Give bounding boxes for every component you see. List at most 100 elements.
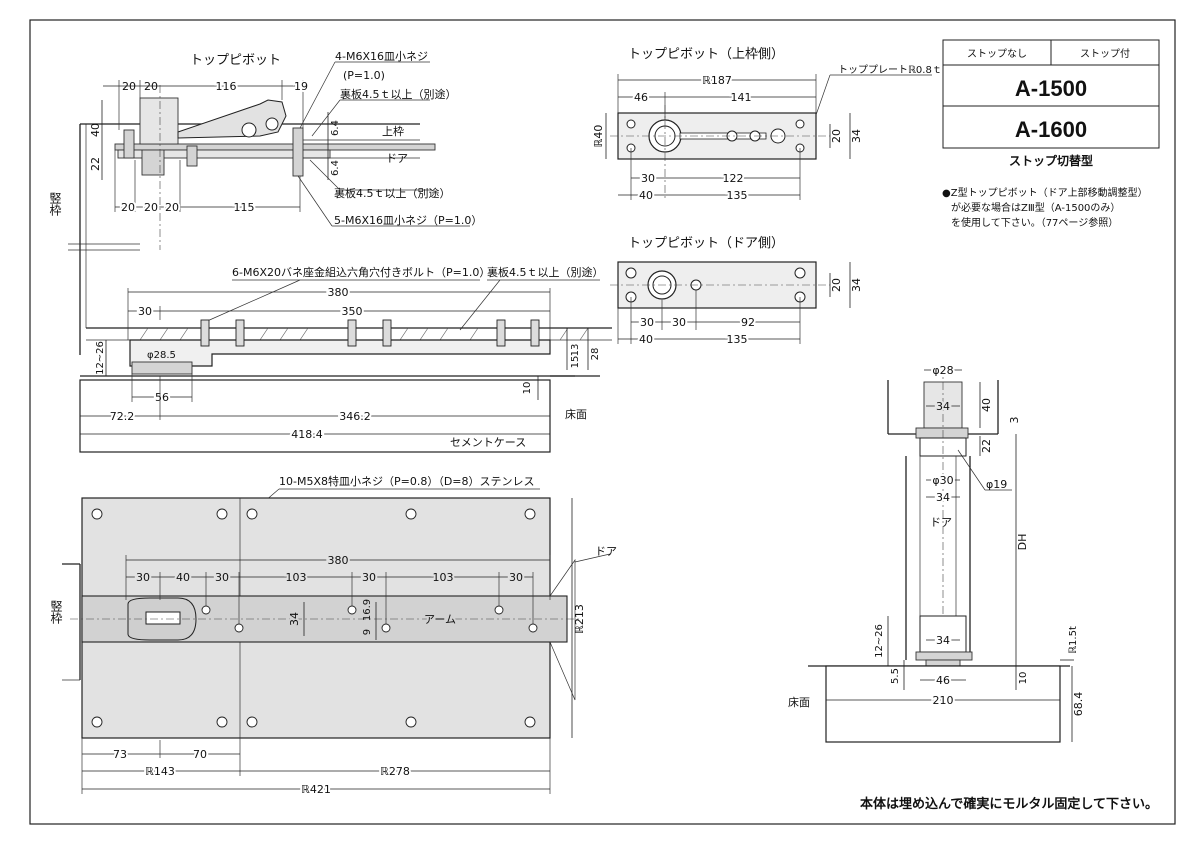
callout-top-pitch: (P=1.0)	[343, 69, 385, 82]
z-note-line-2: が必要な場合はZⅢ型（A-1500のみ）	[951, 201, 1120, 214]
callout-top-plate: トッププレートℝ0.8ｔ	[838, 64, 942, 76]
dim-top-20c: 20	[121, 201, 135, 214]
dim-top-6-4a: 6.4	[330, 120, 341, 136]
dim-frame-20: 20	[830, 129, 843, 143]
label-arm: アーム	[424, 613, 456, 626]
label-door-front: ドア	[930, 516, 952, 529]
dim-top-19: 19	[294, 80, 308, 93]
dim-front-34a: 34	[936, 400, 950, 413]
dim-top-116: 116	[216, 80, 237, 93]
model-header-left: ストップなし	[967, 48, 1027, 60]
dim-front-10: 10	[1018, 672, 1029, 685]
dim-front-phi30: φ30	[932, 474, 953, 487]
label-door-plan: ドア	[595, 545, 617, 558]
callout-backplate-side: 裏板4.5ｔ以上（別途）	[487, 265, 604, 279]
dim-top-40: 40	[89, 123, 102, 137]
dim-top-6-4b: 6.4	[330, 160, 341, 176]
dim-front-dh: DH	[1016, 534, 1029, 551]
dim-top-20e: 20	[165, 201, 179, 214]
model-a-1500: A-1500	[1015, 76, 1087, 101]
model-a-1600: A-1600	[1015, 117, 1087, 142]
dim-plan-30b: 30	[215, 571, 229, 584]
label-upper-frame: 上枠	[382, 124, 404, 138]
dim-side-380: 380	[328, 286, 349, 299]
dim-frame-122: 122	[723, 172, 744, 185]
dim-frame-40: 40	[639, 189, 653, 202]
dim-side-56: 56	[155, 391, 169, 404]
model-box: ストップなし ストップ付 A-1500 A-1600 ストップ切替型	[942, 39, 1160, 168]
callout-bottom-screw: 5-M6X16皿小ネジ（P=1.0）	[334, 214, 482, 227]
dim-plan-70: 70	[193, 748, 207, 761]
dim-plan-73: 73	[113, 748, 127, 761]
dim-frame-46: 46	[634, 91, 648, 104]
dim-frame-30: 30	[641, 172, 655, 185]
model-header-right: ストップ付	[1080, 47, 1130, 60]
dim-top-20a: 20	[122, 80, 136, 93]
dim-plan-103a: 103	[286, 571, 307, 584]
label-jamb-top: 竪枠	[48, 192, 62, 216]
dim-side-28: 28	[590, 348, 601, 361]
dim-front-40: 40	[980, 398, 993, 412]
dim-side-72-2: 72.2	[110, 410, 135, 423]
footer-note: 本体は埋め込んで確実にモルタル固定して下さい。	[860, 796, 1158, 812]
dim-front-phi28: φ28	[932, 364, 953, 377]
plan-view: 10-M5X8特皿小ネジ（P=0.8）（D=8）ステンレス アーム ドア ℝ21…	[49, 474, 617, 798]
model-caption: ストップ切替型	[1009, 153, 1093, 168]
dim-top-115: 115	[234, 201, 255, 214]
dim-side-418-4: 418.4	[291, 428, 323, 441]
front-view: 床面 ドア φ28 34 40 3 22 φ30 34 φ19 DH 34 12…	[788, 362, 1085, 745]
dim-front-phi19: φ19	[986, 478, 1007, 491]
frame-pivot-title: トップピボット（上枠側）	[628, 47, 784, 62]
dim-door-20: 20	[830, 278, 843, 292]
dim-front-34c: 34	[936, 634, 950, 647]
z-type-note: ●Z型トップピボット（ドア上部移動調整型） が必要な場合はZⅢ型（A-1500の…	[942, 186, 1148, 229]
z-note-line-1: ●Z型トップピボット（ドア上部移動調整型）	[942, 186, 1148, 199]
dim-plan-40: 40	[176, 571, 190, 584]
sheet-border	[29, 19, 1176, 825]
dim-door-34: 34	[850, 278, 863, 292]
dim-plan-r278: ℝ278	[380, 765, 410, 778]
dim-plan-16-9: 16.9	[362, 599, 373, 621]
dim-plan-103b: 103	[433, 571, 454, 584]
dim-plan-34: 34	[288, 612, 301, 626]
z-note-line-3: を使用して下さい。（77ページ参照）	[951, 216, 1118, 229]
callout-bottom-backplate: 裏板4.5ｔ以上（別途）	[334, 186, 451, 200]
label-floor-front: 床面	[788, 695, 810, 709]
dim-plan-r213: ℝ213	[573, 604, 586, 634]
dim-side-phi28-5: φ28.5	[147, 350, 176, 361]
dim-side-10: 10	[522, 382, 533, 395]
dim-door-92: 92	[741, 316, 755, 329]
dim-plan-r421: ℝ421	[301, 783, 331, 796]
dim-door-30a: 30	[640, 316, 654, 329]
frame-pivot-view: トップピボット（上枠側） ℝ187 46 141 ℝ40 20 34 トッププレ…	[590, 47, 942, 204]
dim-side-30: 30	[138, 305, 152, 318]
label-floor-side: 床面	[565, 407, 587, 421]
callout-bolt: 6-M6X20バネ座金組込六角穴付きボルト（P=1.0）	[232, 265, 490, 279]
dim-front-3: 3	[1008, 417, 1021, 424]
door-pivot-view: トップピボット（ドア側） 20 34 30 30 92 40 135	[610, 236, 863, 348]
dim-side-346-2: 346.2	[339, 410, 371, 423]
top-pivot-view: トップピボット 20 20 116 19 40 22	[48, 50, 482, 355]
dim-front-12-26: 12~26	[874, 624, 885, 658]
dim-frame-34: 34	[850, 129, 863, 143]
dim-front-46: 46	[936, 674, 950, 687]
dim-front-210: 210	[933, 694, 954, 707]
dim-door-40: 40	[639, 333, 653, 346]
callout-top-screw: 4-M6X16皿小ネジ	[335, 50, 428, 63]
dim-side-13: 13	[570, 344, 581, 357]
label-cement-case: セメントケース	[450, 436, 526, 449]
dim-top-20b: 20	[144, 80, 158, 93]
dim-front-34b: 34	[936, 491, 950, 504]
dim-door-135: 135	[727, 333, 748, 346]
callout-top-backplate: 裏板4.5ｔ以上（別途）	[340, 87, 457, 101]
door-pivot-title: トップピボット（ドア側）	[628, 236, 784, 251]
dim-frame-r187: ℝ187	[702, 74, 732, 87]
dim-plan-30c: 30	[362, 571, 376, 584]
dim-frame-141: 141	[731, 91, 752, 104]
dim-plan-380: 380	[328, 554, 349, 567]
callout-plan-screw: 10-M5X8特皿小ネジ（P=0.8）（D=8）ステンレス	[279, 474, 535, 488]
label-door-top: ドア	[386, 152, 408, 165]
top-pivot-title: トップピボット	[190, 53, 281, 68]
label-jamb-plan: 竪枠	[49, 600, 63, 624]
dim-front-r1-5t: ℝ1.5t	[1068, 626, 1079, 654]
